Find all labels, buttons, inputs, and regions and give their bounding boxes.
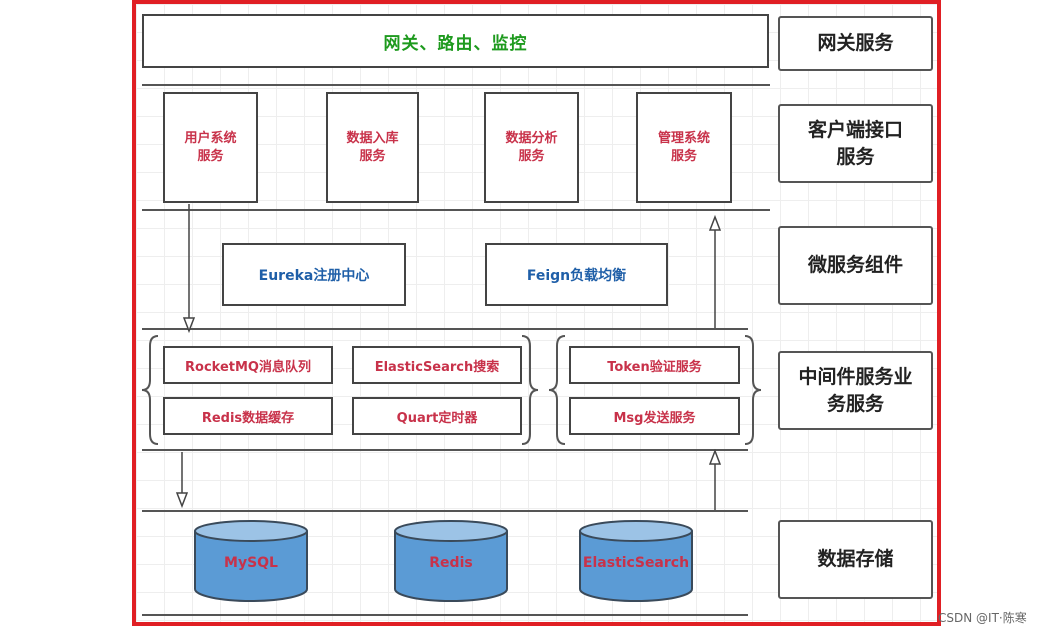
- middleware-label: Quart定时器: [396, 410, 478, 426]
- middleware-label: Msg发送服务: [613, 410, 696, 426]
- layer-label-middleware: 中间件服务业务服务: [778, 351, 933, 430]
- arrow-down-head: [175, 492, 189, 509]
- layer-label-storage: 数据存储: [778, 520, 933, 599]
- layer-divider: [142, 510, 748, 512]
- layer-divider: [142, 328, 748, 330]
- middleware-label: RocketMQ消息队列: [185, 359, 311, 375]
- layer-label-micro: 微服务组件: [778, 226, 933, 305]
- middleware-box-es-search: ElasticSearch搜索: [352, 346, 522, 384]
- layer-label-text: 网关服务: [817, 32, 894, 54]
- brace-open-right: [548, 335, 566, 445]
- database-cylinder-icon: [194, 520, 308, 602]
- layer-divider: [142, 209, 770, 211]
- brace-close-left: [521, 335, 539, 445]
- layer-label-gateway: 网关服务: [778, 16, 933, 71]
- service-box-ingest: 数据入库服务: [326, 92, 419, 203]
- layer-label-client: 客户端接口服务: [778, 104, 933, 183]
- middleware-box-redis-cache: Redis数据缓存: [163, 397, 333, 435]
- database-label: Redis: [429, 555, 473, 571]
- database-redis: Redis: [393, 519, 509, 603]
- service-label: 数据入库服务: [346, 130, 399, 164]
- brace-open-left: [141, 335, 159, 445]
- layer-divider: [142, 449, 748, 451]
- service-label: 用户系统服务: [184, 130, 237, 164]
- middleware-label: Redis数据缓存: [201, 410, 295, 426]
- brace-close-right: [744, 335, 762, 445]
- layer-divider: [142, 614, 748, 616]
- component-box-feign: Feign负载均衡: [485, 243, 668, 306]
- service-label: 管理系统服务: [657, 130, 710, 164]
- middleware-label: Token验证服务: [607, 359, 702, 375]
- gateway-box: 网关、路由、监控: [142, 14, 769, 68]
- middleware-box-quart: Quart定时器: [352, 397, 522, 435]
- database-elasticsearch: ElasticSearch: [578, 519, 694, 603]
- database-cylinder-icon: [579, 520, 693, 602]
- arrow-up-head: [708, 214, 722, 231]
- component-label: Eureka注册中心: [258, 267, 370, 284]
- component-label: Feign负载均衡: [526, 267, 627, 284]
- layer-label-text: 中间件服务业务服务: [798, 365, 913, 415]
- database-mysql: MySQL: [193, 519, 309, 603]
- service-box-admin: 管理系统服务: [636, 92, 732, 203]
- service-box-analysis: 数据分析服务: [484, 92, 579, 203]
- middleware-box-rocketmq: RocketMQ消息队列: [163, 346, 333, 384]
- database-cylinder-icon: [394, 520, 508, 602]
- service-box-user: 用户系统服务: [163, 92, 258, 203]
- layer-label-text: 数据存储: [817, 548, 894, 570]
- database-label: MySQL: [224, 555, 278, 571]
- component-box-eureka: Eureka注册中心: [222, 243, 406, 306]
- database-label: ElasticSearch: [582, 555, 690, 571]
- middleware-label: ElasticSearch搜索: [374, 359, 500, 375]
- layer-label-text: 客户端接口服务: [807, 118, 903, 168]
- layer-label-text: 微服务组件: [807, 254, 903, 276]
- middleware-box-token: Token验证服务: [569, 346, 740, 384]
- watermark: CSDN @IT·陈寒: [938, 611, 1027, 625]
- gateway-text: 网关、路由、监控: [383, 33, 528, 54]
- arrow-down-head: [182, 317, 196, 334]
- arrow-up-head: [708, 448, 722, 465]
- middleware-box-msg: Msg发送服务: [569, 397, 740, 435]
- middleware-braces: [141, 335, 762, 445]
- layer-divider: [142, 84, 770, 86]
- service-label: 数据分析服务: [505, 130, 558, 164]
